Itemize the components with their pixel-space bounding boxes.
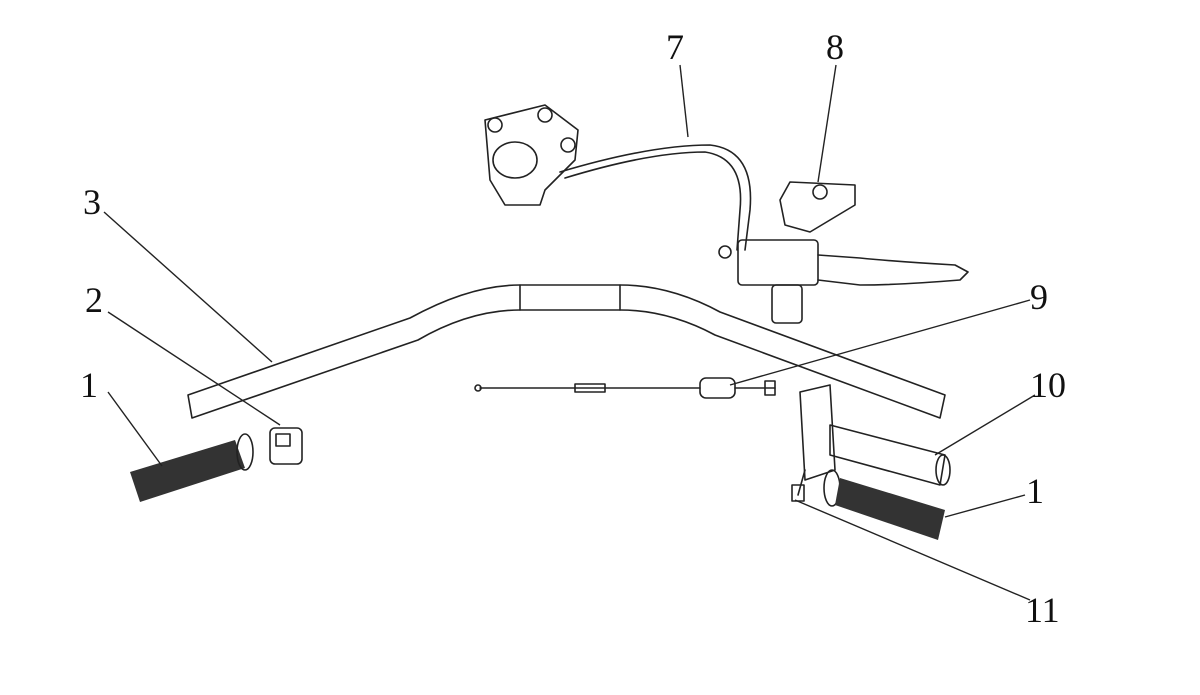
callout-11: 11: [1025, 590, 1060, 630]
callout-7: 7: [666, 27, 684, 67]
callout-8: 8: [826, 27, 844, 67]
left-switch: [269, 427, 303, 465]
throttle-tube: [797, 384, 951, 496]
callout-9: 9: [1030, 277, 1048, 317]
leader-lines: [103, 64, 1036, 601]
clamp: [779, 181, 856, 233]
brake-caliper: [484, 104, 752, 251]
callout-2: 2: [85, 280, 103, 320]
left-grip: [130, 433, 254, 502]
brake-master-cylinder: [718, 239, 969, 324]
throttle-cable: [474, 377, 776, 399]
right-grip: [823, 469, 945, 540]
callout-3: 3: [83, 182, 101, 222]
callout-1-left: 1: [80, 365, 98, 405]
handlebar: [187, 284, 946, 419]
callout-1-right: 1: [1026, 471, 1044, 511]
callout-10: 10: [1030, 365, 1066, 405]
